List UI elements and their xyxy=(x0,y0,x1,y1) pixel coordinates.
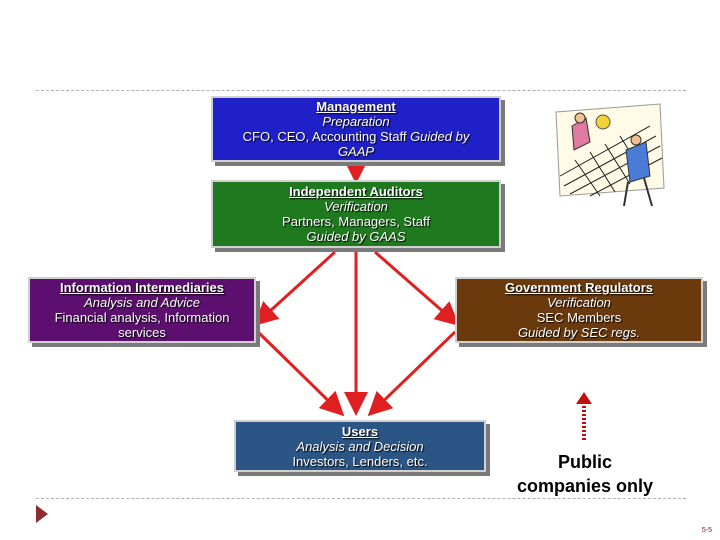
lower-divider xyxy=(36,498,686,499)
regulators-line1: SEC Members xyxy=(536,310,622,325)
users-box: Users Analysis and Decision Investors, L… xyxy=(234,420,486,472)
management-line1-em: Guided by xyxy=(410,129,470,144)
note-line1: Public xyxy=(557,452,612,472)
intermediaries-box: Information Intermediaries Analysis and … xyxy=(28,277,256,343)
regulators-line2: Guided by SEC regs. xyxy=(517,325,641,340)
management-line1-text: CFO, CEO, Accounting Staff xyxy=(242,129,411,144)
note-line2: companies only xyxy=(516,476,654,496)
management-line2: GAAP xyxy=(337,144,375,159)
users-line1: Investors, Lenders, etc. xyxy=(292,453,428,469)
dashed-up-arrow xyxy=(576,392,592,440)
intermediaries-title: Information Intermediaries xyxy=(60,280,224,295)
public-companies-note: Public companies only xyxy=(500,450,670,498)
management-box: Management Preparation CFO, CEO, Account… xyxy=(211,96,501,162)
users-sub: Analysis and Decision xyxy=(296,438,424,454)
users-title: Users xyxy=(341,423,379,439)
triangle-right-icon[interactable] xyxy=(36,505,48,523)
arrow-intermediaries-to-users xyxy=(256,330,345,417)
regulators-title: Government Regulators xyxy=(504,280,654,295)
management-line1: CFO, CEO, Accounting Staff Guided by xyxy=(243,129,470,144)
auditors-box: Independent Auditors Verification Partne… xyxy=(211,180,501,248)
page-number: 5-5 xyxy=(701,527,712,534)
management-title: Management xyxy=(316,99,396,114)
regulators-sub: Verification xyxy=(547,295,611,310)
auditors-line2: Guided by GAAS xyxy=(306,229,406,244)
arrow-auditors-to-regulators xyxy=(374,250,460,326)
arrow-regulators-to-users xyxy=(367,330,457,417)
auditors-title: Independent Auditors xyxy=(289,184,423,199)
regulators-box: Government Regulators Verification SEC M… xyxy=(455,277,703,343)
arrow-auditors-to-intermediaries xyxy=(253,250,337,327)
management-sub: Preparation xyxy=(322,114,390,129)
intermediaries-sub: Analysis and Advice xyxy=(84,295,200,310)
auditors-line1: Partners, Managers, Staff xyxy=(282,214,430,229)
volleyball-players-clipart xyxy=(555,103,665,207)
top-divider xyxy=(36,90,686,91)
intermediaries-line1: Financial analysis, Information xyxy=(54,310,230,325)
auditors-sub: Verification xyxy=(324,199,388,214)
intermediaries-line2: services xyxy=(118,325,166,340)
